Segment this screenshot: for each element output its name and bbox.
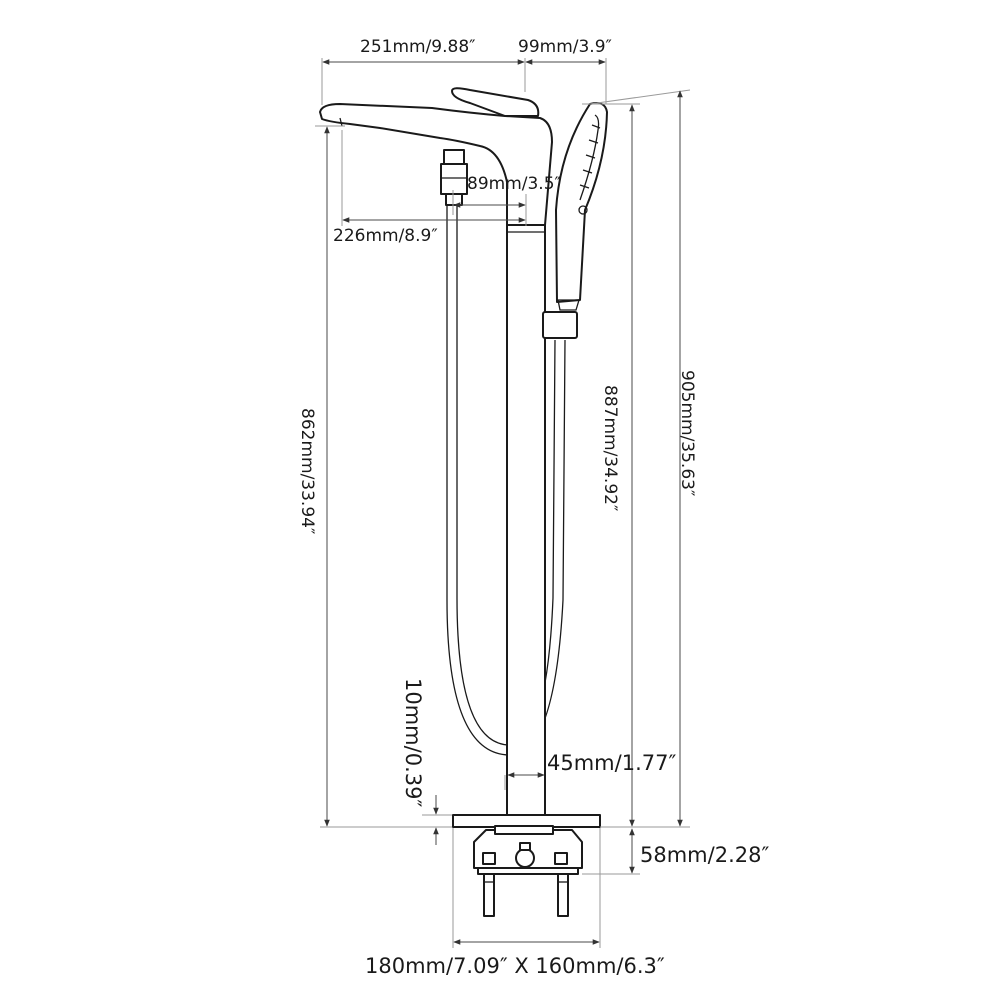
label-handle-offset: 99mm/3.9″	[518, 37, 612, 57]
main-column	[506, 224, 546, 816]
dimension-lines	[322, 59, 683, 945]
hose-nut	[440, 163, 468, 195]
label-base-plate-size: 180mm/7.09″ X 160mm/6.3″	[365, 954, 665, 978]
label-total-height: 905mm/35.63″	[677, 370, 697, 496]
shower-holder	[542, 311, 578, 339]
label-column-diameter: 45mm/1.77″	[547, 751, 676, 775]
rough-in-valve	[473, 825, 583, 917]
label-spout-height: 862mm/33.94″	[297, 408, 317, 534]
label-spout-reach: 226mm/8.9″	[333, 226, 438, 246]
label-base-plate-thickness: 10mm/0.39″	[401, 678, 425, 807]
faucet-drawing	[319, 87, 608, 917]
hose-connector	[443, 149, 465, 165]
hand-shower	[555, 102, 608, 303]
label-inner-offset: 89mm/3.5″	[467, 174, 561, 194]
lever-handle	[451, 87, 540, 117]
label-spout-reach-total: 251mm/9.88″	[360, 37, 476, 57]
label-column-height: 887mm/34.92″	[600, 385, 620, 511]
dimension-labels: 251mm/9.88″ 99mm/3.9″ 89mm/3.5″ 226mm/8.…	[297, 37, 769, 978]
spout	[319, 103, 553, 226]
label-valve-depth: 58mm/2.28″	[640, 843, 769, 867]
extension-lines	[315, 58, 691, 948]
